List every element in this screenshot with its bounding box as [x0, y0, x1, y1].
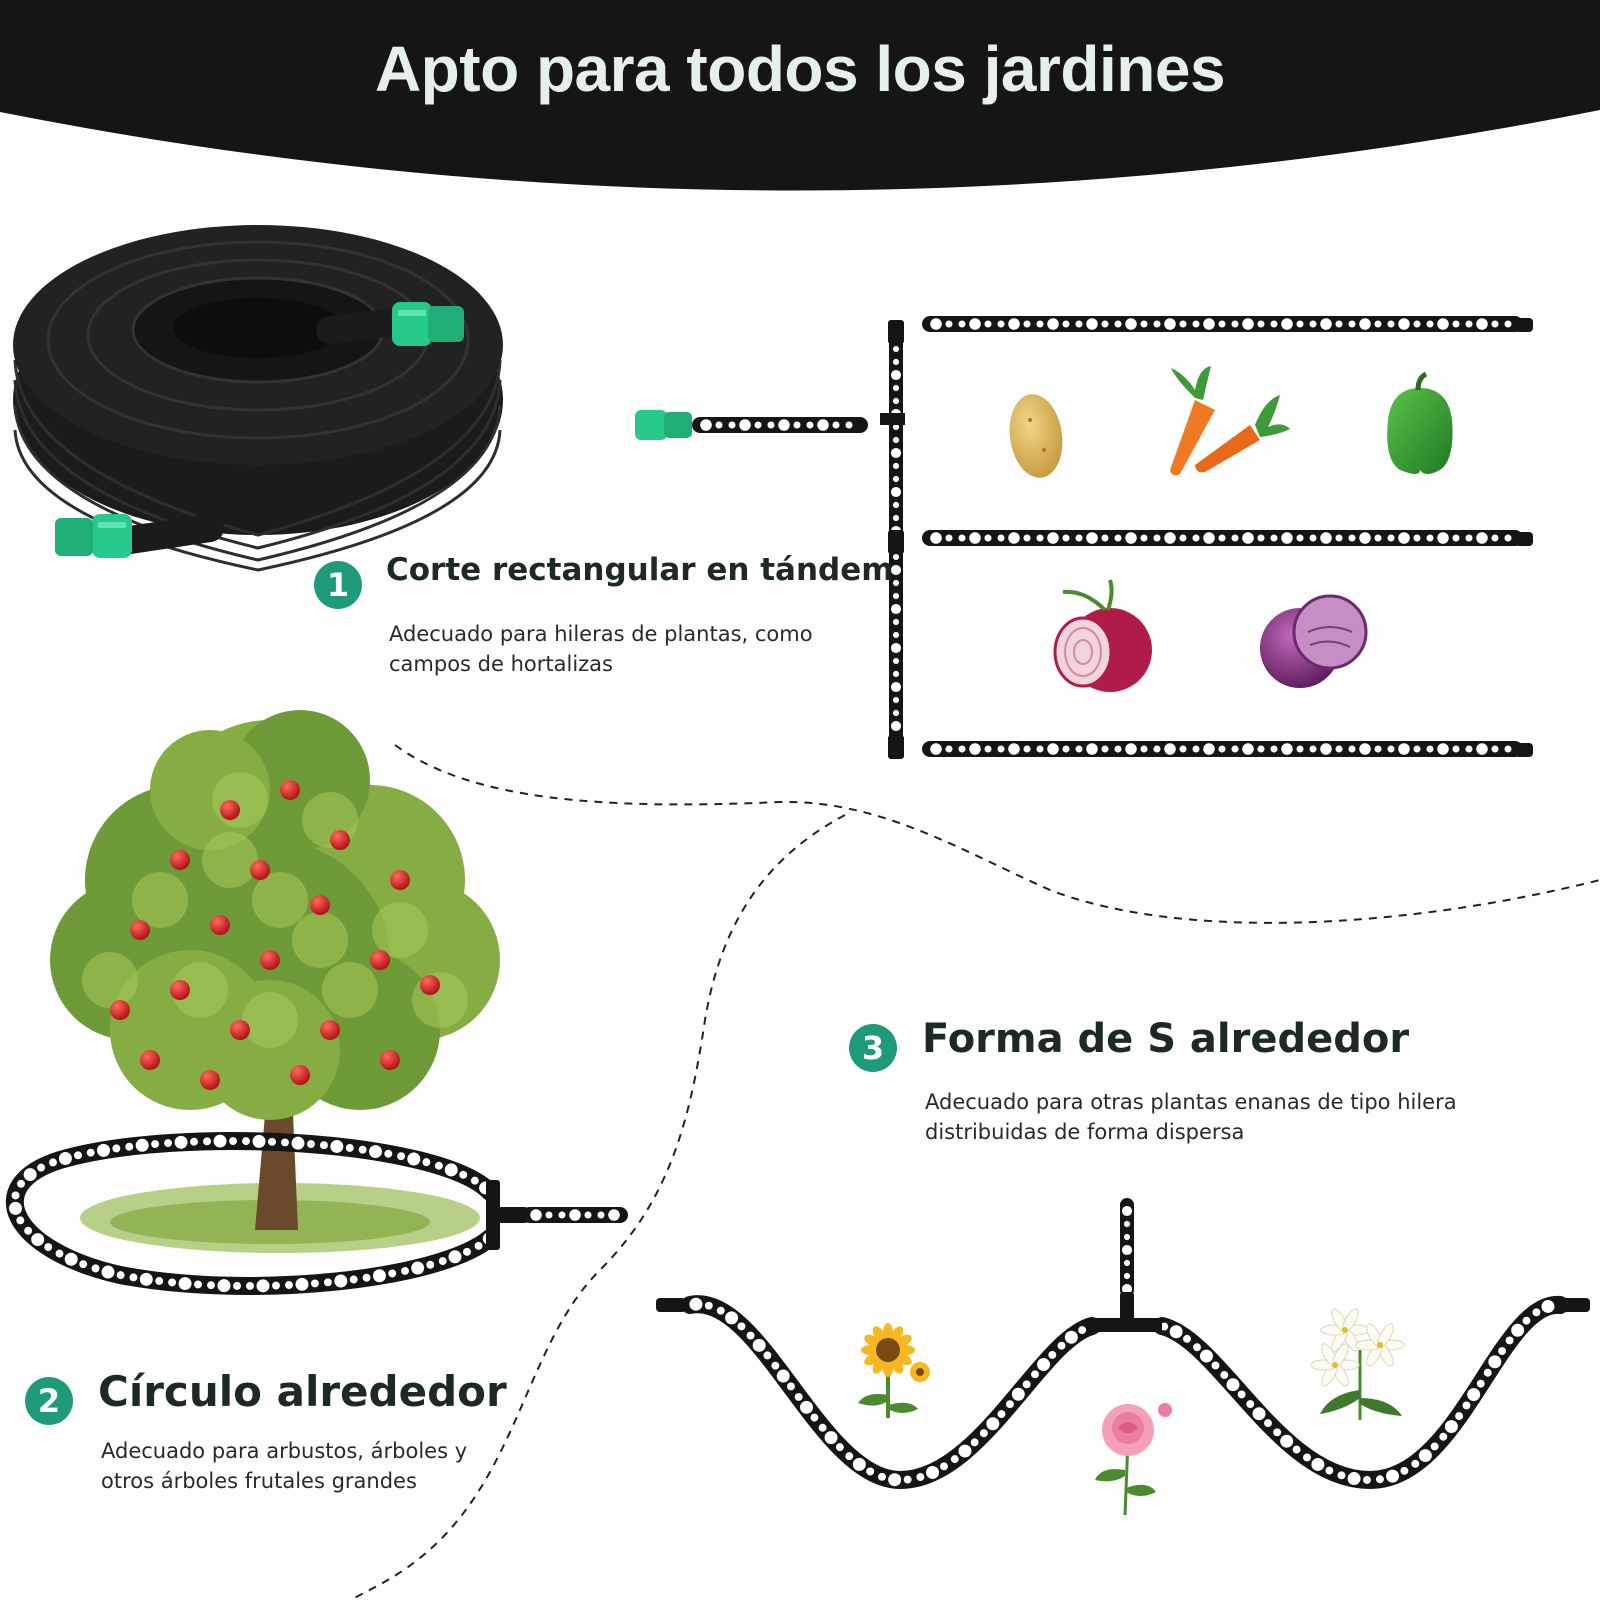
section-3-title: Forma de S alrededor	[922, 1016, 1410, 1062]
rectangular-layout-diagram	[635, 316, 1533, 759]
section-3-description: Adecuado para otras plantas enanas de ti…	[925, 1090, 1457, 1144]
page-title: Apto para todos los jardines	[374, 33, 1226, 105]
section-2-description: Adecuado para arbustos, árboles y otros …	[101, 1439, 468, 1493]
section-3-badge: 3	[849, 1024, 897, 1072]
section-2-title: Círculo alrededor	[98, 1367, 507, 1416]
cabbage-icon	[1260, 594, 1368, 688]
lily-icon	[1310, 1308, 1405, 1420]
s-t-connector	[656, 1292, 1590, 1332]
header-band	[0, 0, 1600, 191]
section-1-title: Corte rectangular en tándem	[386, 552, 894, 588]
carrot-icon	[1170, 366, 1290, 476]
hose-rows	[889, 316, 1523, 757]
dashed-separators	[349, 744, 1600, 1600]
s-shape-hose	[681, 1198, 1569, 1490]
circle-feed-hose	[522, 1207, 628, 1223]
section-1-description: Adecuado para hileras de plantas, como c…	[389, 622, 813, 676]
soaker-hose-coil-image	[13, 225, 503, 572]
apple-tree-image	[50, 710, 500, 1253]
sunflower-icon	[858, 1323, 930, 1418]
hose-feed	[692, 417, 868, 433]
section-1-badge: 1	[314, 561, 362, 609]
pepper-icon	[1387, 371, 1453, 474]
rose-icon	[1095, 1403, 1172, 1516]
onion-icon	[1053, 579, 1152, 692]
potato-icon	[1009, 394, 1063, 478]
section-2-badge: 2	[25, 1377, 73, 1425]
circle-hose	[6, 1132, 499, 1295]
circle-t-connector	[486, 1180, 528, 1250]
